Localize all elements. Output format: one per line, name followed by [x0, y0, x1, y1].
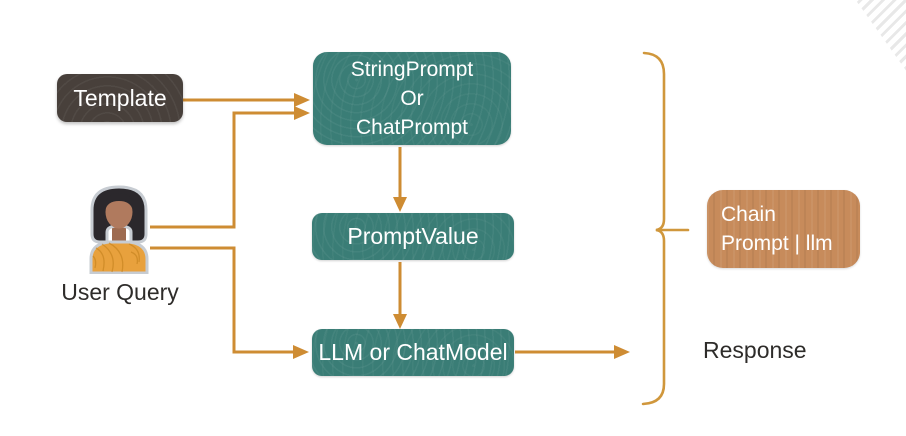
- avatar-fringe: [104, 193, 134, 211]
- avatar-torso: [89, 240, 149, 274]
- response-label: Response: [703, 337, 807, 363]
- arrow-promptvalue-to-model: [393, 262, 407, 329]
- avatar-face: [105, 195, 133, 229]
- arrow-model-to-response: [515, 345, 630, 359]
- node-chain-line2: Prompt | llm: [721, 232, 833, 255]
- node-prompt-line3: ChatPrompt: [355, 116, 469, 139]
- node-prompt-value: PromptValue: [312, 213, 514, 260]
- grouping-bracket: [641, 51, 690, 406]
- node-template: Template: [57, 74, 183, 122]
- node-string-or-chat-prompt: StringPrompt Or ChatPrompt: [313, 52, 511, 145]
- arrow-user-to-model: [150, 246, 309, 359]
- node-prompt-line1: StringPrompt: [350, 58, 474, 81]
- node-llm-or-chatmodel: LLM or ChatModel: [312, 329, 514, 376]
- node-template-label: Template: [73, 84, 167, 111]
- node-model-label: LLM or ChatModel: [318, 339, 508, 365]
- node-promptvalue-label: PromptValue: [347, 223, 479, 249]
- arrow-prompt-to-promptvalue: [393, 147, 407, 212]
- user-avatar-icon: [89, 185, 149, 274]
- arrow-user-to-prompt: [150, 106, 310, 229]
- arrow-template-to-prompt: [183, 93, 310, 107]
- node-prompt-line2: Or: [400, 87, 424, 110]
- node-chain-line1: Chain: [721, 203, 776, 226]
- user-query-label: User Query: [61, 279, 179, 305]
- node-chain: Chain Prompt | llm: [707, 190, 860, 268]
